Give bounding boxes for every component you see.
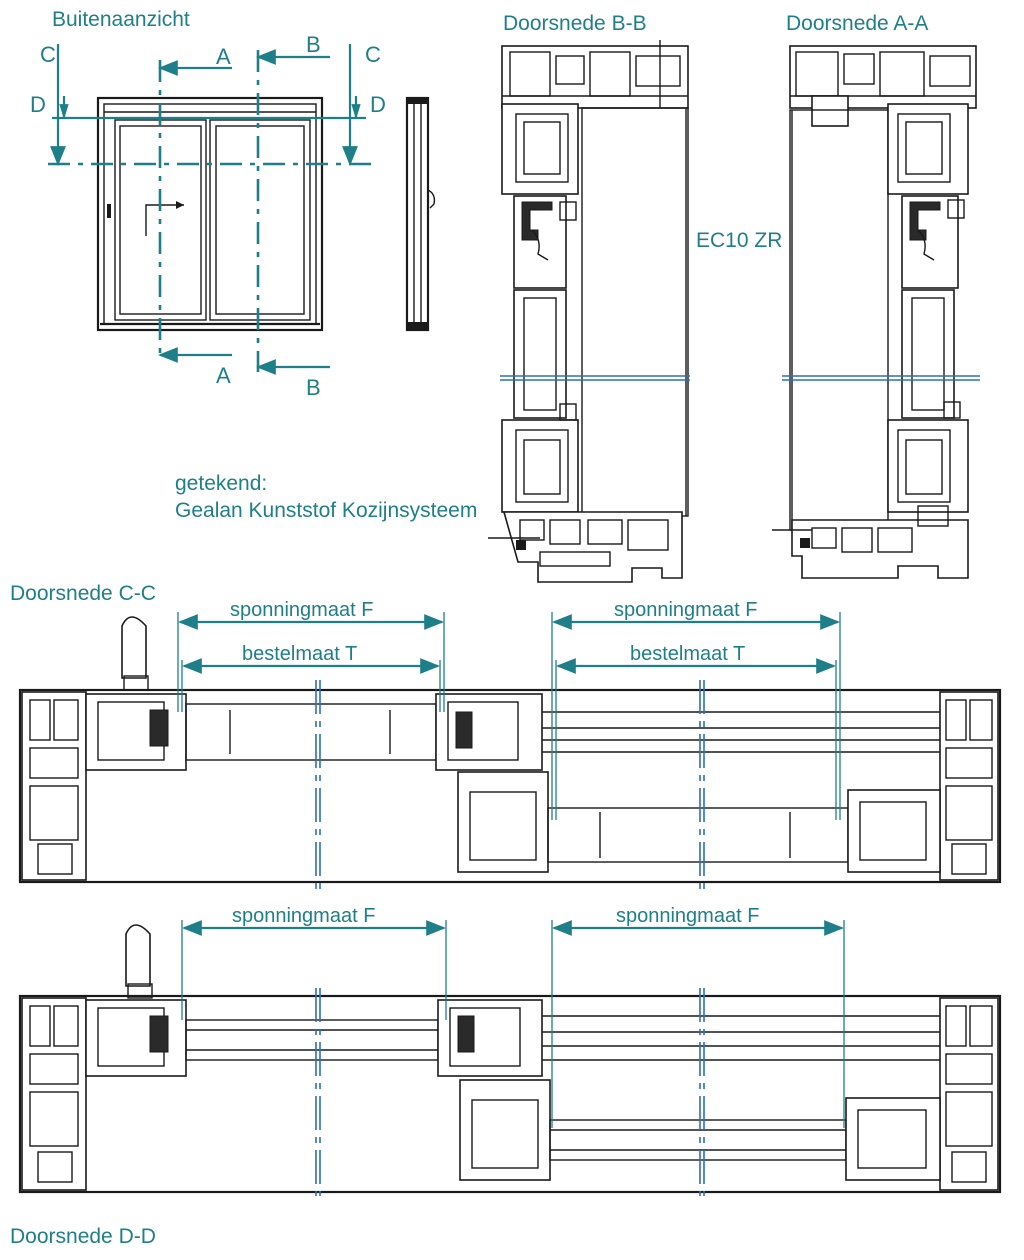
dim-order-cc-right: bestelmaat T xyxy=(630,643,745,665)
section-cc-drawing: sponningmaat F bestelmaat T sponningmaat… xyxy=(18,599,1002,890)
drawn-by-line2: Gealan Kunststof Kozijnsysteem xyxy=(175,499,477,522)
marker-b-bottom: B xyxy=(306,375,321,400)
marker-b-top: B xyxy=(306,32,321,57)
dim-rebate-cc-left: sponningmaat F xyxy=(230,599,373,621)
dim-rebate-dd-left: sponningmaat F xyxy=(232,905,375,927)
section-bb-title: Doorsnede B-B xyxy=(503,12,647,35)
dim-rebate-dd-right: sponningmaat F xyxy=(616,905,759,927)
exterior-view-title: Buitenaanzicht xyxy=(52,8,190,31)
section-dd-drawing: sponningmaat F sponningmaat F xyxy=(18,905,1002,1196)
marker-c-right: C xyxy=(365,42,381,67)
side-view xyxy=(405,96,436,332)
handle-icon xyxy=(121,616,147,679)
exterior-view: A A B B C C D D xyxy=(30,32,386,400)
model-label: EC10 ZR xyxy=(696,229,782,252)
window-frame xyxy=(96,96,324,332)
dim-order-cc-left: bestelmaat T xyxy=(242,643,357,665)
marker-a-top: A xyxy=(216,44,231,69)
drawn-by-line1: getekend: xyxy=(175,472,267,495)
handle-icon xyxy=(107,204,111,218)
marker-a-bottom: A xyxy=(216,363,231,388)
section-dd-title: Doorsnede D-D xyxy=(10,1225,156,1248)
marker-c-left: C xyxy=(40,42,56,67)
section-bb-drawing xyxy=(488,40,690,583)
marker-d-left: D xyxy=(30,92,46,117)
marker-d-right: D xyxy=(370,92,386,117)
section-aa-drawing xyxy=(772,45,980,579)
slide-direction-arrow xyxy=(145,204,184,236)
section-cc-title: Doorsnede C-C xyxy=(10,582,156,605)
section-aa-title: Doorsnede A-A xyxy=(786,12,928,35)
dim-rebate-cc-right: sponningmaat F xyxy=(614,599,757,621)
handle-icon xyxy=(125,924,151,987)
